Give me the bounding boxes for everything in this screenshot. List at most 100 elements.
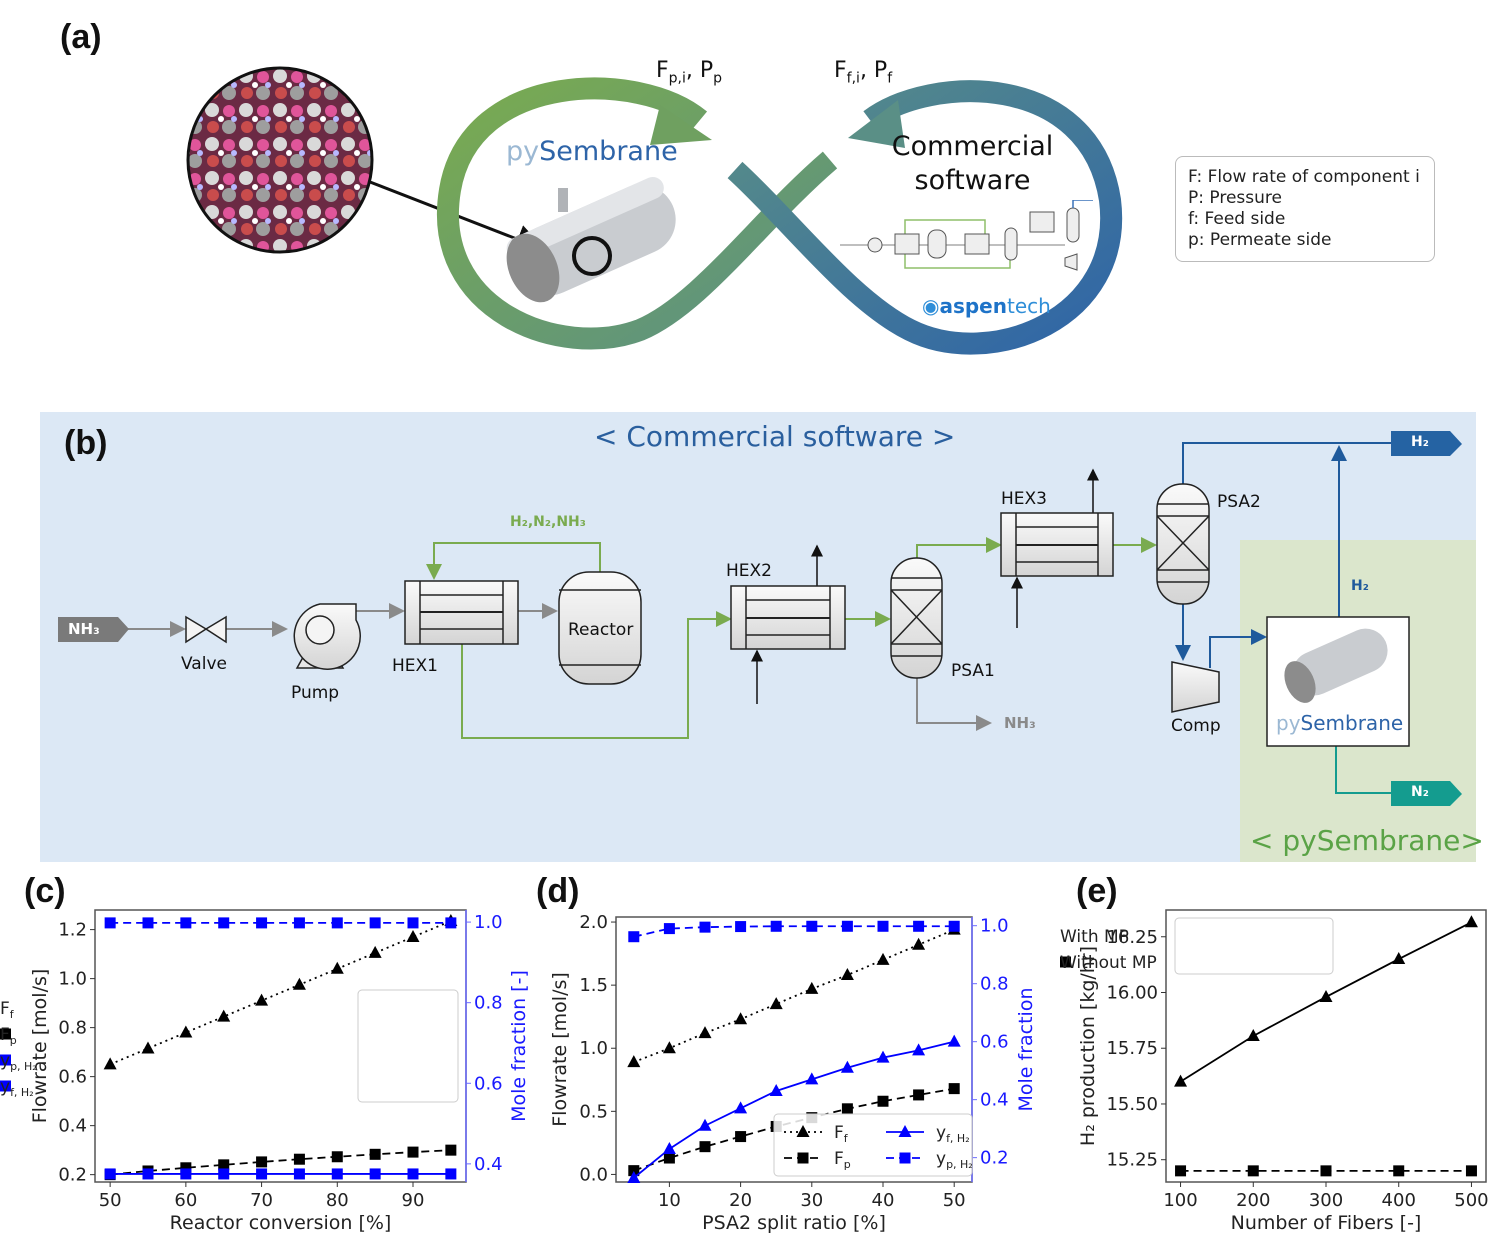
h2-product-label: H₂ <box>1411 434 1429 450</box>
data-point <box>734 1101 748 1114</box>
n2-product-tag <box>1391 781 1462 806</box>
data-point <box>662 1041 676 1054</box>
y2-tick-label: 0.6 <box>980 1032 1009 1053</box>
data-point <box>407 1168 419 1180</box>
data-point <box>256 917 268 929</box>
data-point <box>663 1152 675 1164</box>
y-tick-label: 16.00 <box>1106 982 1158 1003</box>
data-point <box>141 1041 155 1054</box>
permeate-label-sub1: p,i <box>668 70 686 87</box>
data-point <box>699 1141 711 1153</box>
series-f-p <box>628 1083 960 1177</box>
legend-label: yf, H₂ <box>0 1077 34 1099</box>
mof-structure-image <box>186 66 374 254</box>
data-point <box>876 952 890 965</box>
data-point <box>331 1151 343 1163</box>
data-point <box>948 920 960 932</box>
n2-product-label: N₂ <box>1411 784 1429 800</box>
data-point <box>142 1168 154 1180</box>
data-point <box>1246 1028 1260 1041</box>
data-point <box>1174 1074 1188 1087</box>
logo-sembrane-text: Sembrane <box>539 136 678 167</box>
data-point <box>805 1072 819 1085</box>
y-tick-label: 16.25 <box>1106 927 1158 948</box>
data-point <box>218 1159 230 1171</box>
legend-label: yp, H₂ <box>0 1051 37 1073</box>
y-tick-label: 15.25 <box>1106 1150 1158 1171</box>
panel-b-label: (b) <box>64 424 108 462</box>
reactor-label: Reactor <box>568 620 634 640</box>
series-line <box>633 925 955 938</box>
series-y-p-h2 <box>104 917 457 929</box>
permeate-stream-label: Fp,i, Pp <box>656 58 722 86</box>
commercial-region-title: < Commercial software > <box>594 420 956 453</box>
data-point <box>445 917 457 929</box>
x-tick-label: 50 <box>99 1190 122 1211</box>
legend-line-permeate: p: Permeate side <box>1188 230 1332 250</box>
panel-a-label: (a) <box>60 18 102 56</box>
data-point <box>369 1168 381 1180</box>
compressor-symbol <box>1171 661 1220 713</box>
pysembrane-region-title: < pySembrane> <box>1250 824 1484 857</box>
aspentech-logo-aspen: aspen <box>939 294 1007 318</box>
feed-label-sep: , P <box>859 58 888 83</box>
data-point <box>698 1118 712 1131</box>
series-line <box>110 1149 451 1176</box>
data-point <box>627 1170 641 1183</box>
legend-label: Fp <box>0 1025 17 1047</box>
nh3-feed-tag <box>58 617 129 642</box>
legend-frame <box>773 1113 973 1177</box>
data-point <box>1464 915 1478 928</box>
valve-symbol <box>185 615 227 644</box>
data-point <box>877 920 889 932</box>
legend-label: Ff <box>0 999 15 1021</box>
panel-e-label: (e) <box>1076 872 1118 910</box>
legend-label: yp, H₂ <box>936 1149 973 1171</box>
legend-line-flow: F: Flow rate of component i <box>1188 167 1420 187</box>
data-point <box>180 1162 192 1174</box>
symbol-legend-box: F: Flow rate of component i P: Pressure … <box>1175 156 1435 262</box>
legend-marker <box>899 1152 911 1164</box>
y2-axis-label: Mole fraction [-] <box>508 970 530 1122</box>
data-point <box>293 917 305 929</box>
gray-streams <box>128 603 992 731</box>
series-line <box>109 920 452 1066</box>
data-point <box>445 1144 457 1156</box>
permeate-arrow-head <box>650 105 712 145</box>
y-tick-label: 0.4 <box>58 1116 87 1137</box>
legend-marker <box>0 1028 11 1040</box>
y2-tick-label: 1.0 <box>474 912 503 933</box>
legend-label: yf, H₂ <box>936 1123 970 1145</box>
series-y-f-h2 <box>104 1168 457 1180</box>
x-tick-label: 100 <box>1163 1190 1197 1211</box>
hex2-label: HEX2 <box>726 561 772 581</box>
data-point <box>1320 1165 1332 1177</box>
y-axis-label: Flowrate [mol/s] <box>29 969 51 1124</box>
data-point <box>912 937 926 950</box>
data-point <box>913 1089 925 1101</box>
mini-flowsheet-thumbnail <box>840 200 1093 271</box>
data-point <box>1175 1165 1187 1177</box>
utility-arrows <box>751 468 1099 704</box>
data-point <box>256 1168 268 1180</box>
data-point <box>769 1083 783 1096</box>
feed-stream-label: Ff,i, Pf <box>834 58 892 86</box>
green-streams <box>426 537 1157 739</box>
pump-symbol <box>293 603 361 670</box>
data-point <box>369 917 381 929</box>
aspentech-logo-icon: ◉ <box>922 294 940 318</box>
data-point <box>1247 1165 1259 1177</box>
y2-tick-label: 1.0 <box>980 916 1009 937</box>
y2-tick-label: 0.6 <box>474 1073 503 1094</box>
infinity-loop <box>437 77 1123 355</box>
feed-label-sub1: f,i <box>846 70 860 87</box>
data-point <box>292 977 306 990</box>
y-tick-label: 0.8 <box>58 1018 87 1039</box>
legend-line-feed: f: Feed side <box>1188 209 1286 229</box>
data-point <box>330 961 344 974</box>
hex3-symbol <box>1000 512 1114 577</box>
